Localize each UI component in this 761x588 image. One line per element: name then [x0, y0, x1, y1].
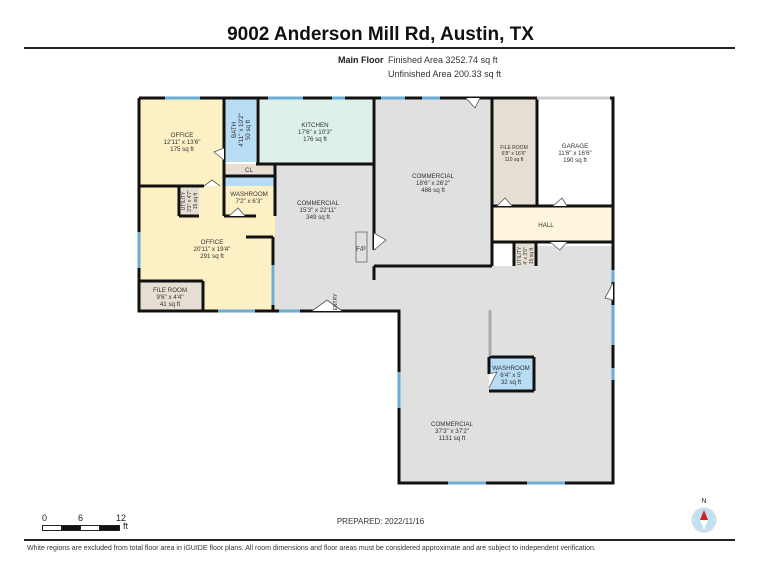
room-label: CL — [245, 167, 253, 174]
room-commercial-1 — [275, 164, 374, 311]
fireplace-label: F/P — [356, 246, 366, 253]
room-area: 486 sq ft — [421, 187, 445, 194]
room-dims: 20'11" x 19'4" — [194, 246, 231, 253]
room-area: 41 sq ft — [160, 301, 181, 308]
scale-tick: 0 — [42, 513, 48, 523]
scale-unit: ft — [123, 521, 129, 531]
room-kitchen — [258, 98, 372, 164]
unfinished-area: Unfinished Area 200.33 sq ft — [388, 69, 502, 79]
room-area: 175 sq ft — [170, 146, 194, 153]
compass-icon: N — [691, 498, 717, 533]
room-dims: 3'3" x 4'7" — [187, 190, 193, 212]
compass-label: N — [701, 498, 706, 505]
room-label: OFFICE — [201, 239, 224, 246]
scale-tick: 12 — [116, 513, 127, 523]
room-label: FILE ROOM — [153, 287, 187, 294]
room-area: 50 sq ft — [245, 120, 252, 141]
room-dims: 6'4" x 5' — [500, 372, 521, 379]
room-dims: 15'3" x 22'11" — [300, 207, 337, 214]
room-dims: 11'6" x 16'6" — [558, 150, 591, 157]
room-closet — [224, 164, 274, 175]
room-dims: 4'11" x 10'2" — [238, 113, 245, 146]
scale-tick: 6 — [78, 513, 84, 523]
room-label: UTILITY — [517, 246, 523, 265]
room-label: OFFICE — [171, 132, 194, 139]
door-swings — [203, 97, 614, 389]
scale-segment — [99, 525, 120, 531]
room-area: 176 sq ft — [303, 136, 327, 143]
room-office-1 — [139, 98, 224, 186]
room-label: COMMERCIAL — [412, 173, 454, 180]
floor-label: Main Floor — [338, 55, 384, 65]
room-area: 15 sq ft — [193, 192, 199, 209]
room-area: 1131 sq ft — [439, 435, 466, 442]
page-title: 9002 Anderson Mill Rd, Austin, TX — [227, 24, 534, 45]
room-label: UTILITY — [181, 191, 187, 210]
room-area: 291 sq ft — [200, 253, 224, 260]
room-area: 32 sq ft — [501, 379, 522, 386]
room-dims: 18'6" x 26'2" — [416, 180, 450, 187]
prepared-date: PREPARED: 2022/11/16 — [336, 517, 425, 526]
room-dims: 7'2" x 6'3" — [235, 198, 262, 205]
room-dims: 4' x 3'9" — [523, 247, 529, 265]
room-label: KITCHEN — [301, 122, 328, 129]
walls — [137, 96, 615, 485]
room-dims: 6'8" x 16'6" — [502, 151, 527, 157]
footnote: White regions are excluded from total fl… — [27, 545, 596, 552]
entry-label: ENTRY — [333, 293, 339, 311]
room-label: WASHROOM — [230, 191, 268, 198]
finished-area: Finished Area 3252.74 sq ft — [388, 55, 498, 65]
room-garage — [537, 98, 613, 206]
header-divider — [24, 47, 735, 49]
room-area: 190 sq ft — [563, 157, 587, 164]
room-label: GARAGE — [562, 143, 588, 150]
room-utility-1 — [179, 186, 199, 216]
room-dims: 37'3" x 37'2" — [435, 428, 469, 435]
room-utility-2 — [514, 242, 536, 266]
room-washroom-2 — [489, 357, 534, 391]
room-hall — [492, 206, 613, 242]
windows — [137, 96, 615, 485]
room-file-room-2 — [492, 98, 537, 206]
room-label: FILE ROOM — [500, 145, 528, 151]
compass: N — [689, 496, 719, 539]
room-label: COMMERCIAL — [431, 421, 473, 428]
room-file-room-1 — [139, 281, 203, 311]
room-commercial-2 — [374, 98, 492, 266]
room-label: WASHROOM — [492, 365, 530, 372]
room-bath — [224, 98, 256, 162]
room-label: BATH — [231, 122, 238, 138]
room-dims: 9'6" x 4'4" — [156, 294, 183, 301]
fireplace — [355, 231, 368, 263]
room-area: 15 sq ft — [529, 247, 535, 264]
room-label: COMMERCIAL — [297, 200, 339, 207]
room-dims: 12'11" x 13'6" — [164, 139, 201, 146]
room-area: 349 sq ft — [306, 214, 330, 221]
room-area: 110 sq ft — [505, 157, 524, 163]
room-label: HALL — [538, 222, 554, 229]
footer-divider — [24, 539, 735, 541]
room-dims: 17'6" x 10'3" — [298, 129, 332, 136]
